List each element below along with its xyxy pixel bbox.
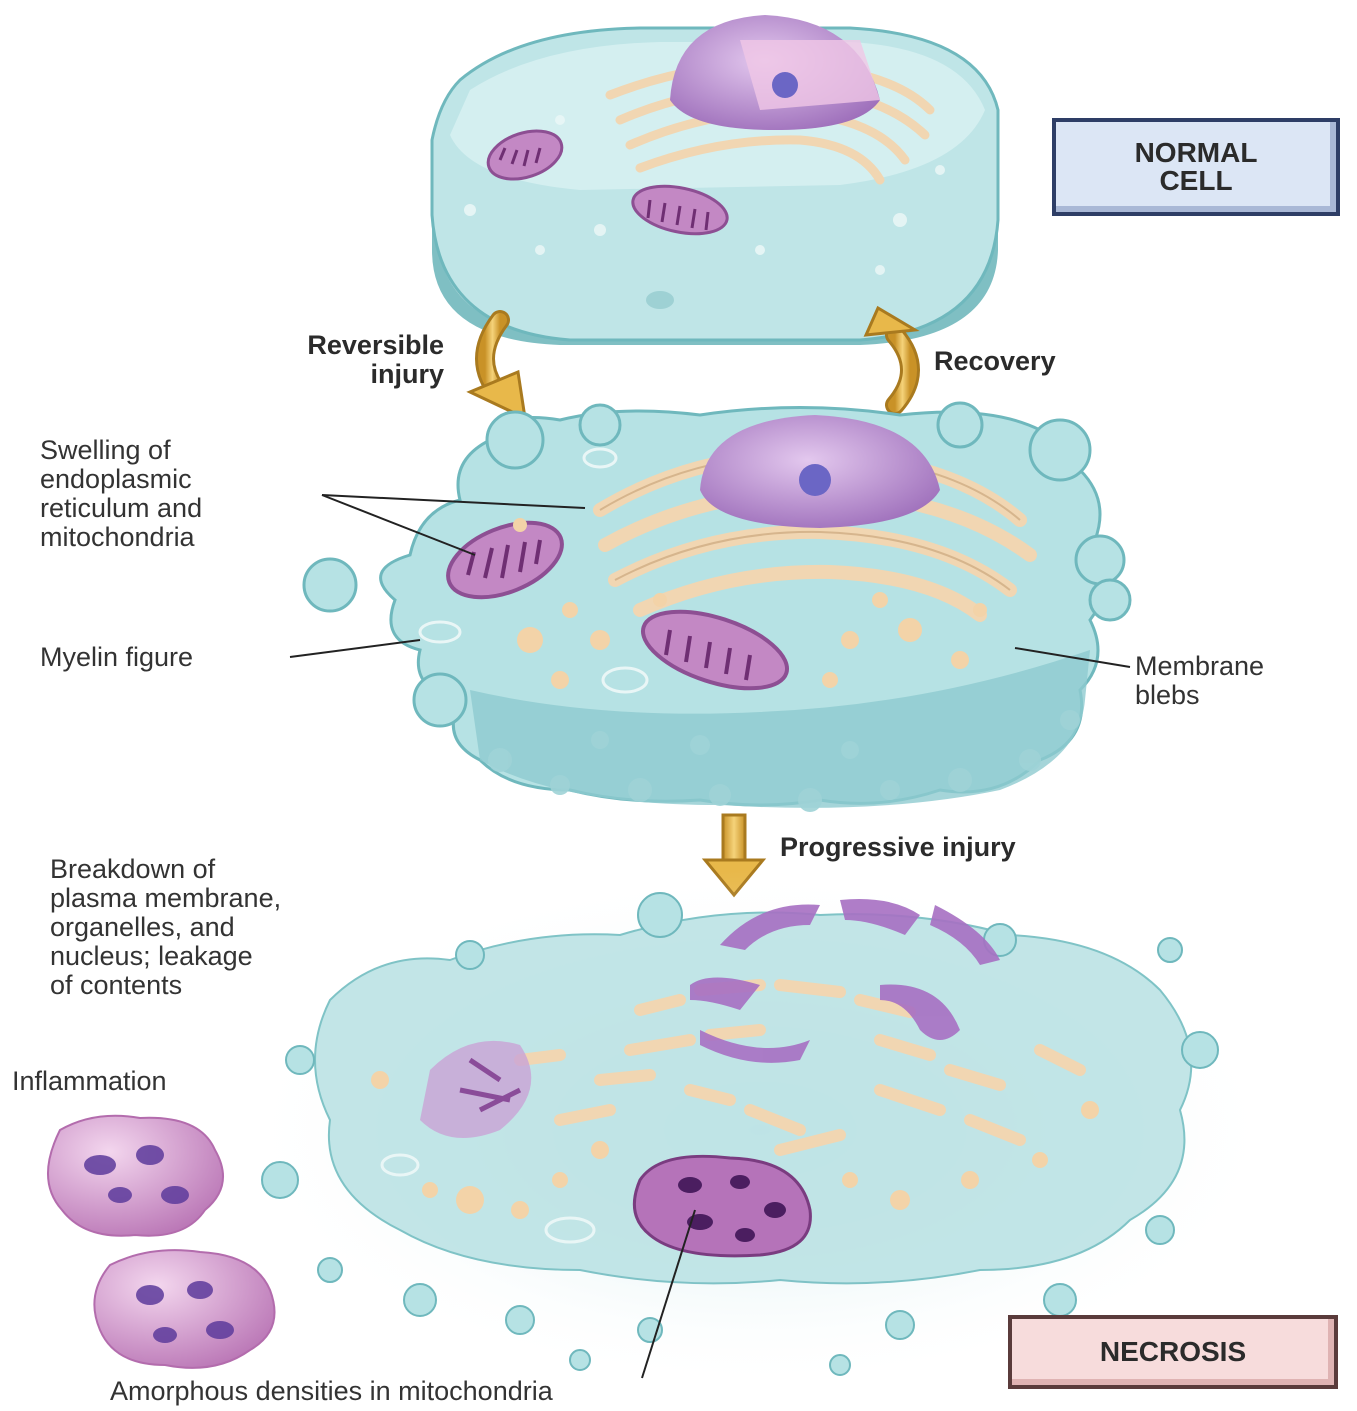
damaged-mitochondrion (634, 1156, 810, 1256)
necrotic-cell-illustration (240, 870, 1280, 1390)
breakdown-label: Breakdown of plasma membrane, organelles… (50, 855, 281, 1000)
injured-nucleolus (799, 464, 831, 496)
recovery-label: Recovery (934, 347, 1056, 376)
myelin-figure-label: Myelin figure (40, 643, 193, 672)
reversible-injury-label: Reversible injury (222, 331, 444, 389)
necrosis-label: NECROSIS (1100, 1338, 1246, 1366)
necrosis-box: NECROSIS (1008, 1315, 1338, 1389)
neutrophil-2 (94, 1250, 274, 1368)
neutrophil-1 (48, 1116, 223, 1236)
normal-cell-box: NORMAL CELL (1052, 118, 1340, 216)
inflammation-cells (48, 1116, 275, 1368)
swelling-label: Swelling of endoplasmic reticulum and mi… (40, 436, 202, 552)
normal-nucleolus (772, 72, 798, 98)
membrane-blebs-label: Membrane blebs (1135, 652, 1264, 710)
inflammation-label: Inflammation (12, 1067, 167, 1096)
normal-cell-label: NORMAL CELL (1135, 139, 1258, 195)
injured-cell-illustration (304, 403, 1130, 812)
amorphous-densities-label: Amorphous densities in mitochondria (110, 1377, 553, 1406)
normal-cell-illustration (432, 15, 998, 345)
progressive-injury-label: Progressive injury (780, 833, 1016, 862)
